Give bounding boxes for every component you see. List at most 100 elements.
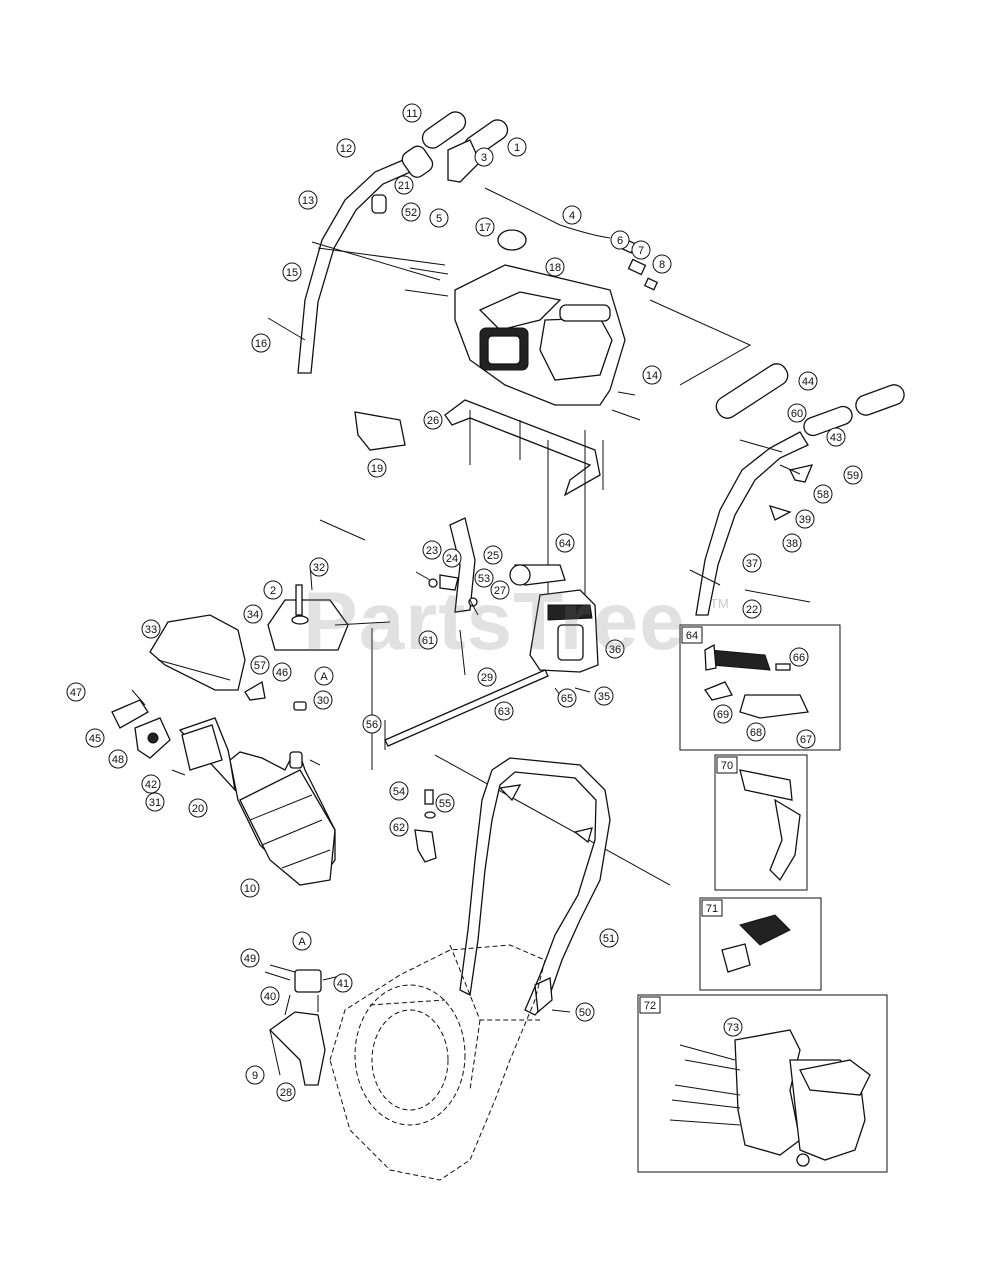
callout-text: 34 <box>247 609 259 621</box>
callout-62: 62 <box>389 817 409 837</box>
callout-text: 49 <box>244 953 256 965</box>
callout-46: 46 <box>272 662 292 682</box>
dash-bracket <box>444 399 601 497</box>
callout-text: 10 <box>244 883 256 895</box>
callout-text: 30 <box>317 695 329 707</box>
chute-rod <box>459 629 466 676</box>
callout-18: 18 <box>545 257 565 277</box>
chute-lever <box>449 517 476 613</box>
callout-50: 50 <box>575 1002 595 1022</box>
callout-text: 7 <box>638 245 644 257</box>
callout-text: 51 <box>603 933 615 945</box>
callout-text: 46 <box>276 667 288 679</box>
callout-19: 19 <box>367 458 387 478</box>
callout-10: 10 <box>240 878 260 898</box>
callout-text: 64 <box>559 538 571 550</box>
callout-text: A <box>298 936 306 948</box>
callout-text: 18 <box>549 262 561 274</box>
callout-23: 23 <box>422 540 442 560</box>
inset-71-parts <box>721 914 791 973</box>
callout-text: 27 <box>494 585 506 597</box>
callout-A: A <box>292 931 312 951</box>
callout-text: 66 <box>793 652 805 664</box>
callout-text: 48 <box>112 754 124 766</box>
callout-51: 51 <box>599 928 619 948</box>
inset-box-72 <box>637 994 888 1173</box>
chute-base-bracket <box>268 969 326 1086</box>
callout-61: 61 <box>418 630 438 650</box>
callout-text: 31 <box>149 797 161 809</box>
callout-30: 30 <box>313 690 333 710</box>
callout-37: 37 <box>742 553 762 573</box>
callout-66: 66 <box>789 647 809 667</box>
callout-38: 38 <box>782 533 802 553</box>
callout-48: 48 <box>108 749 128 769</box>
callout-text: 28 <box>280 1087 292 1099</box>
callout-text: 50 <box>579 1007 591 1019</box>
callout-68: 68 <box>746 722 766 742</box>
callout-4: 4 <box>562 205 582 225</box>
inset-label-70: 70 <box>721 760 733 772</box>
callout-text: 53 <box>478 573 490 585</box>
callout-text: 32 <box>313 562 325 574</box>
callout-14: 14 <box>642 365 662 385</box>
inset-box-71 <box>699 897 822 991</box>
callout-text: 39 <box>799 514 811 526</box>
upper-handle-right <box>695 363 905 616</box>
callout-text: 14 <box>646 370 658 382</box>
callout-text: 73 <box>727 1022 739 1034</box>
callout-text: 2 <box>270 585 276 597</box>
callout-text: 38 <box>786 538 798 550</box>
callout-text: 58 <box>817 489 829 501</box>
callout-text: 12 <box>340 143 352 155</box>
callout-text: 19 <box>371 463 383 475</box>
callout-text: 43 <box>830 432 842 444</box>
callout-text: 35 <box>598 691 610 703</box>
callout-text: 17 <box>479 222 491 234</box>
callout-text: 24 <box>446 553 458 565</box>
discharge-chute <box>178 717 336 886</box>
callout-7: 7 <box>631 240 651 260</box>
callout-36: 36 <box>605 639 625 659</box>
callout-16: 16 <box>251 333 271 353</box>
callout-11: 11 <box>402 103 422 123</box>
callout-12: 12 <box>336 138 356 158</box>
callout-44: 44 <box>798 371 818 391</box>
inset-label-frame <box>639 996 661 1014</box>
callout-text: 57 <box>254 660 266 672</box>
cover-panel <box>354 411 406 451</box>
callout-text: 44 <box>802 376 814 388</box>
callout-26: 26 <box>423 410 443 430</box>
callout-text: 67 <box>800 734 812 746</box>
callout-25: 25 <box>483 545 503 565</box>
callout-60: 60 <box>787 403 807 423</box>
callout-57: 57 <box>250 655 270 675</box>
callout-31: 31 <box>145 792 165 812</box>
callout-52: 52 <box>401 202 421 222</box>
callout-text: 23 <box>426 545 438 557</box>
callout-text: 3 <box>481 152 487 164</box>
callout-text: 4 <box>569 210 575 222</box>
callout-text: 26 <box>427 415 439 427</box>
callout-32: 32 <box>309 557 329 577</box>
callout-text: 9 <box>252 1070 258 1082</box>
callout-5: 5 <box>429 208 449 228</box>
callout-text: 29 <box>481 672 493 684</box>
callout-33: 33 <box>141 619 161 639</box>
callout-63: 63 <box>494 701 514 721</box>
callout-53: 53 <box>474 568 494 588</box>
inset-label-72: 72 <box>644 1000 656 1012</box>
callout-3: 3 <box>474 147 494 167</box>
inset-label-71: 71 <box>706 903 718 915</box>
callout-49: 49 <box>240 948 260 968</box>
callout-text: 25 <box>487 550 499 562</box>
callout-2: 2 <box>263 580 283 600</box>
engine-outline <box>329 944 546 1181</box>
callout-text: 8 <box>659 259 665 271</box>
callout-text: 42 <box>145 779 157 791</box>
callout-47: 47 <box>66 682 86 702</box>
callout-64: 64 <box>555 533 575 553</box>
